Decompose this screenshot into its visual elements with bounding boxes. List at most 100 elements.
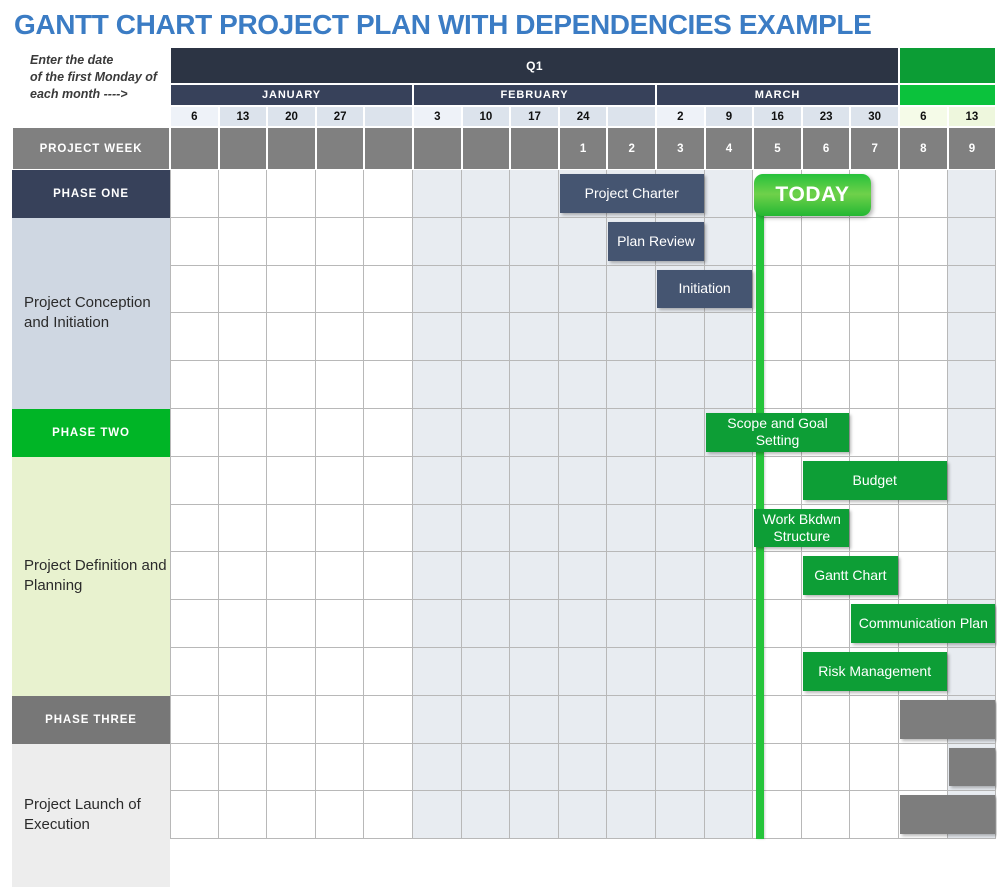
task-bar-two-5[interactable]: Communication Plan <box>851 604 996 643</box>
grid-cell <box>947 456 997 505</box>
task-bar-two-1[interactable]: Scope and Goal Setting <box>705 413 850 452</box>
project-week-cell-2 <box>218 127 268 170</box>
grid-cell <box>656 456 705 505</box>
task-bar-one-3[interactable]: Initiation <box>657 269 753 309</box>
grid-cell <box>364 791 413 840</box>
grid-cell <box>607 504 656 553</box>
grid-cell <box>947 265 997 314</box>
grid-cell <box>461 456 511 505</box>
grid-cell <box>364 648 413 696</box>
grid-cell <box>364 265 413 314</box>
grid-cell <box>607 456 656 505</box>
grid-cell <box>315 409 365 457</box>
grid-cell <box>267 313 316 362</box>
project-week-cell-16: 8 <box>899 127 948 170</box>
note-line: Enter the date <box>30 53 114 67</box>
grid-cell <box>510 648 559 696</box>
task-bar-two-6[interactable]: Risk Management <box>802 652 947 691</box>
grid-cell <box>315 504 365 553</box>
grid-cell <box>315 361 365 409</box>
project-week-cell-15: 7 <box>850 127 899 170</box>
grid-cell <box>704 791 754 840</box>
grid-cell <box>801 313 851 362</box>
grid-cell <box>607 791 656 840</box>
grid-cell <box>704 313 754 362</box>
note-line: of the first Monday of <box>30 70 158 84</box>
grid-cell <box>315 648 365 696</box>
grid-cell <box>850 409 899 457</box>
project-week-cell-4 <box>315 127 365 170</box>
project-week-label: PROJECT WEEK <box>12 127 170 170</box>
grid-cell <box>656 504 705 553</box>
grid-cell <box>461 361 511 409</box>
grid-cell <box>801 217 851 266</box>
grid-cell <box>558 600 608 648</box>
grid-cell <box>218 456 268 505</box>
grid-cell <box>656 361 705 409</box>
grid-cell <box>850 265 899 314</box>
day-header-8: 17 <box>510 106 559 127</box>
grid-cell <box>218 217 268 266</box>
grid-cell <box>607 552 656 601</box>
grid-cell <box>558 791 608 840</box>
grid-cell <box>704 600 754 648</box>
grid-cell <box>461 648 511 696</box>
grid-cell <box>218 361 268 409</box>
grid-cell <box>413 743 462 792</box>
grid-cell <box>170 504 219 553</box>
grid-cell <box>461 600 511 648</box>
grid-cell <box>704 170 754 218</box>
day-header-13: 16 <box>753 106 802 127</box>
task-bar-two-2[interactable]: Budget <box>802 460 947 500</box>
grid-cell <box>558 648 608 696</box>
grid-cell <box>364 600 413 648</box>
task-bar-three-3[interactable] <box>900 795 996 835</box>
grid-cell <box>510 552 559 601</box>
task-bar-three-2[interactable] <box>948 747 996 787</box>
task-bar-two-3[interactable]: Work Bkdwn Structure <box>754 508 850 548</box>
quarter-header-2 <box>899 47 997 84</box>
task-bar-two-4[interactable]: Gantt Chart <box>802 556 898 596</box>
grid-cell <box>170 648 219 696</box>
grid-cell <box>170 743 219 792</box>
grid-cell <box>170 361 219 409</box>
grid-cell <box>267 217 316 266</box>
grid-cell <box>850 361 899 409</box>
grid-cell <box>704 504 754 553</box>
grid-cell <box>267 361 316 409</box>
project-week-cell-6 <box>413 127 462 170</box>
grid-cell <box>461 217 511 266</box>
task-bar-one-2[interactable]: Plan Review <box>608 221 704 261</box>
grid-cell <box>899 552 948 601</box>
grid-cell <box>801 265 851 314</box>
grid-cell <box>267 648 316 696</box>
task-bar-three-1[interactable] <box>900 699 996 739</box>
grid-cell <box>364 456 413 505</box>
day-header-12: 9 <box>704 106 754 127</box>
grid-cell <box>704 695 754 744</box>
grid-cell <box>364 695 413 744</box>
grid-cell <box>899 743 948 792</box>
grid-cell <box>558 361 608 409</box>
phase-body-three: Project Launch of Execution <box>12 743 170 887</box>
grid-cell <box>267 504 316 553</box>
grid-cell <box>461 265 511 314</box>
grid-cell <box>267 170 316 218</box>
grid-cell <box>899 217 948 266</box>
grid-cell <box>461 743 511 792</box>
phase-body-one: Project Conception and Initiation <box>12 217 170 409</box>
grid-cell <box>510 695 559 744</box>
project-week-cell-12: 4 <box>704 127 754 170</box>
grid-cell <box>315 170 365 218</box>
grid-cell <box>267 552 316 601</box>
grid-cell <box>607 600 656 648</box>
task-bar-one-1[interactable]: Project Charter <box>559 174 704 213</box>
grid-cell <box>704 217 754 266</box>
grid-cell <box>607 409 656 457</box>
project-week-cell-14: 6 <box>801 127 851 170</box>
grid-cell <box>510 791 559 840</box>
today-marker[interactable]: TODAY <box>754 174 871 216</box>
grid-cell <box>413 695 462 744</box>
grid-cell <box>315 265 365 314</box>
